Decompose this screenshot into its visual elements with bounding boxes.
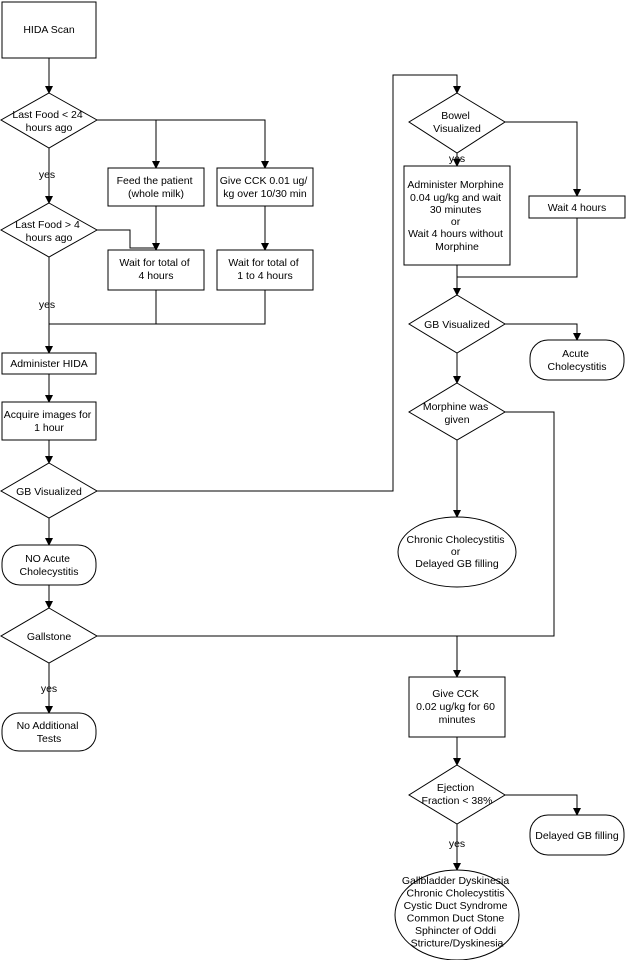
edge-lastfood24-to-cck001 — [156, 119, 269, 169]
node-give-cck-001 — [216, 167, 314, 207]
label-no-acute: NO Acute Cholecystitis — [20, 553, 79, 578]
node-delayed-gb — [529, 814, 625, 856]
node-last-food-24 — [0, 92, 99, 149]
label-ejection-fraction: Ejection Fraction < 38% — [422, 782, 493, 807]
label-chronic-delayed: Chronic Cholecystitis or Delayed GB fill… — [407, 534, 508, 570]
node-feed-patient — [107, 167, 205, 207]
edge-label-yes-lastfood24: yes — [39, 169, 55, 181]
label-morphine-given: Morphine was given — [423, 401, 491, 426]
edge-gbvis-to-bowel — [97, 74, 461, 492]
edge-ejection-to-delayed — [505, 794, 581, 816]
edge-gallstone-to-cck002 — [97, 411, 555, 637]
node-chronic-delayed — [397, 516, 517, 588]
label-give-cck-002: Give CCK 0.02 ug/kg for 60 minutes — [416, 688, 498, 726]
edge-label-yes-bowel: yes — [449, 153, 465, 165]
edge-lastfood4-to-wait4 — [97, 229, 156, 249]
edge-gbvis2-to-acute — [505, 323, 581, 341]
label-feed-patient: Feed the patient (whole milk) — [117, 175, 196, 200]
node-hida-scan — [1, 1, 97, 59]
label-no-additional: No Additional Tests — [17, 720, 82, 745]
node-administer-morphine — [403, 165, 511, 266]
node-wait-1-4h — [216, 249, 314, 291]
label-acute-chole: Acute Cholecystitis — [548, 348, 607, 373]
label-acquire-images: Acquire images for 1 hour — [4, 409, 94, 434]
edge-bowel-to-wait4h — [505, 121, 581, 197]
node-gb-visualized-1 — [0, 462, 99, 519]
label-last-food-24: Last Food < 24 hours ago — [12, 109, 85, 134]
node-gb-visualized-2 — [408, 294, 506, 354]
node-gallstone — [0, 607, 99, 664]
node-last-food-4 — [0, 202, 99, 258]
node-no-additional — [1, 712, 97, 752]
node-give-cck-002 — [408, 676, 506, 738]
edge-wait4h-to-gbvis2 — [457, 218, 578, 278]
connectors — [45, 58, 581, 871]
label-administer-morphine: Administer Morphine 0.04 ug/kg and wait … — [407, 179, 506, 253]
label-hida-scan: HIDA Scan — [23, 24, 75, 36]
node-dyskinesia — [394, 869, 520, 960]
edge-wait14-to-merge — [156, 290, 266, 325]
node-morphine-given — [408, 382, 506, 441]
node-acute-chole — [529, 339, 625, 381]
label-delayed-gb: Delayed GB filling — [535, 830, 619, 842]
labels: HIDA Scan Last Food < 24 hours ago Feed … — [4, 24, 619, 950]
label-bowel-visualized: Bowel Visualized — [433, 110, 481, 135]
label-gb-visualized-2: GB Visualized — [424, 319, 490, 331]
node-wait-4h-total — [107, 249, 205, 291]
label-give-cck-001: Give CCK 0.01 ug/ kg over 10/30 min — [220, 175, 310, 200]
node-wait-4-hours — [528, 195, 626, 219]
edge-lastfood24-to-feed — [97, 119, 160, 169]
edge-label-yes-ejection: yes — [449, 838, 465, 850]
label-gallstone: Gallstone — [27, 631, 72, 643]
edge-label-yes-lastfood4: yes — [39, 299, 55, 311]
label-gb-visualized-1: GB Visualized — [16, 486, 82, 498]
label-wait-1-4h: Wait for total of 1 to 4 hours — [228, 257, 301, 282]
label-last-food-4: Last Food > 4 hours ago — [15, 219, 82, 244]
label-wait-4h-total: Wait for total of 4 hours — [119, 257, 192, 282]
edge-label-yes-gallstone: yes — [41, 683, 57, 695]
node-no-acute — [1, 544, 97, 586]
edge-wait4-to-merge — [49, 290, 157, 325]
node-ejection-fraction — [408, 764, 506, 825]
label-dyskinesia: Gallbladder Dyskinesia Chronic Cholecyst… — [402, 875, 512, 950]
node-administer-hida — [1, 352, 97, 375]
node-acquire-images — [1, 401, 97, 441]
node-bowel-visualized — [408, 92, 506, 154]
label-administer-hida: Administer HIDA — [10, 358, 88, 370]
label-wait-4-hours: Wait 4 hours — [548, 202, 607, 214]
